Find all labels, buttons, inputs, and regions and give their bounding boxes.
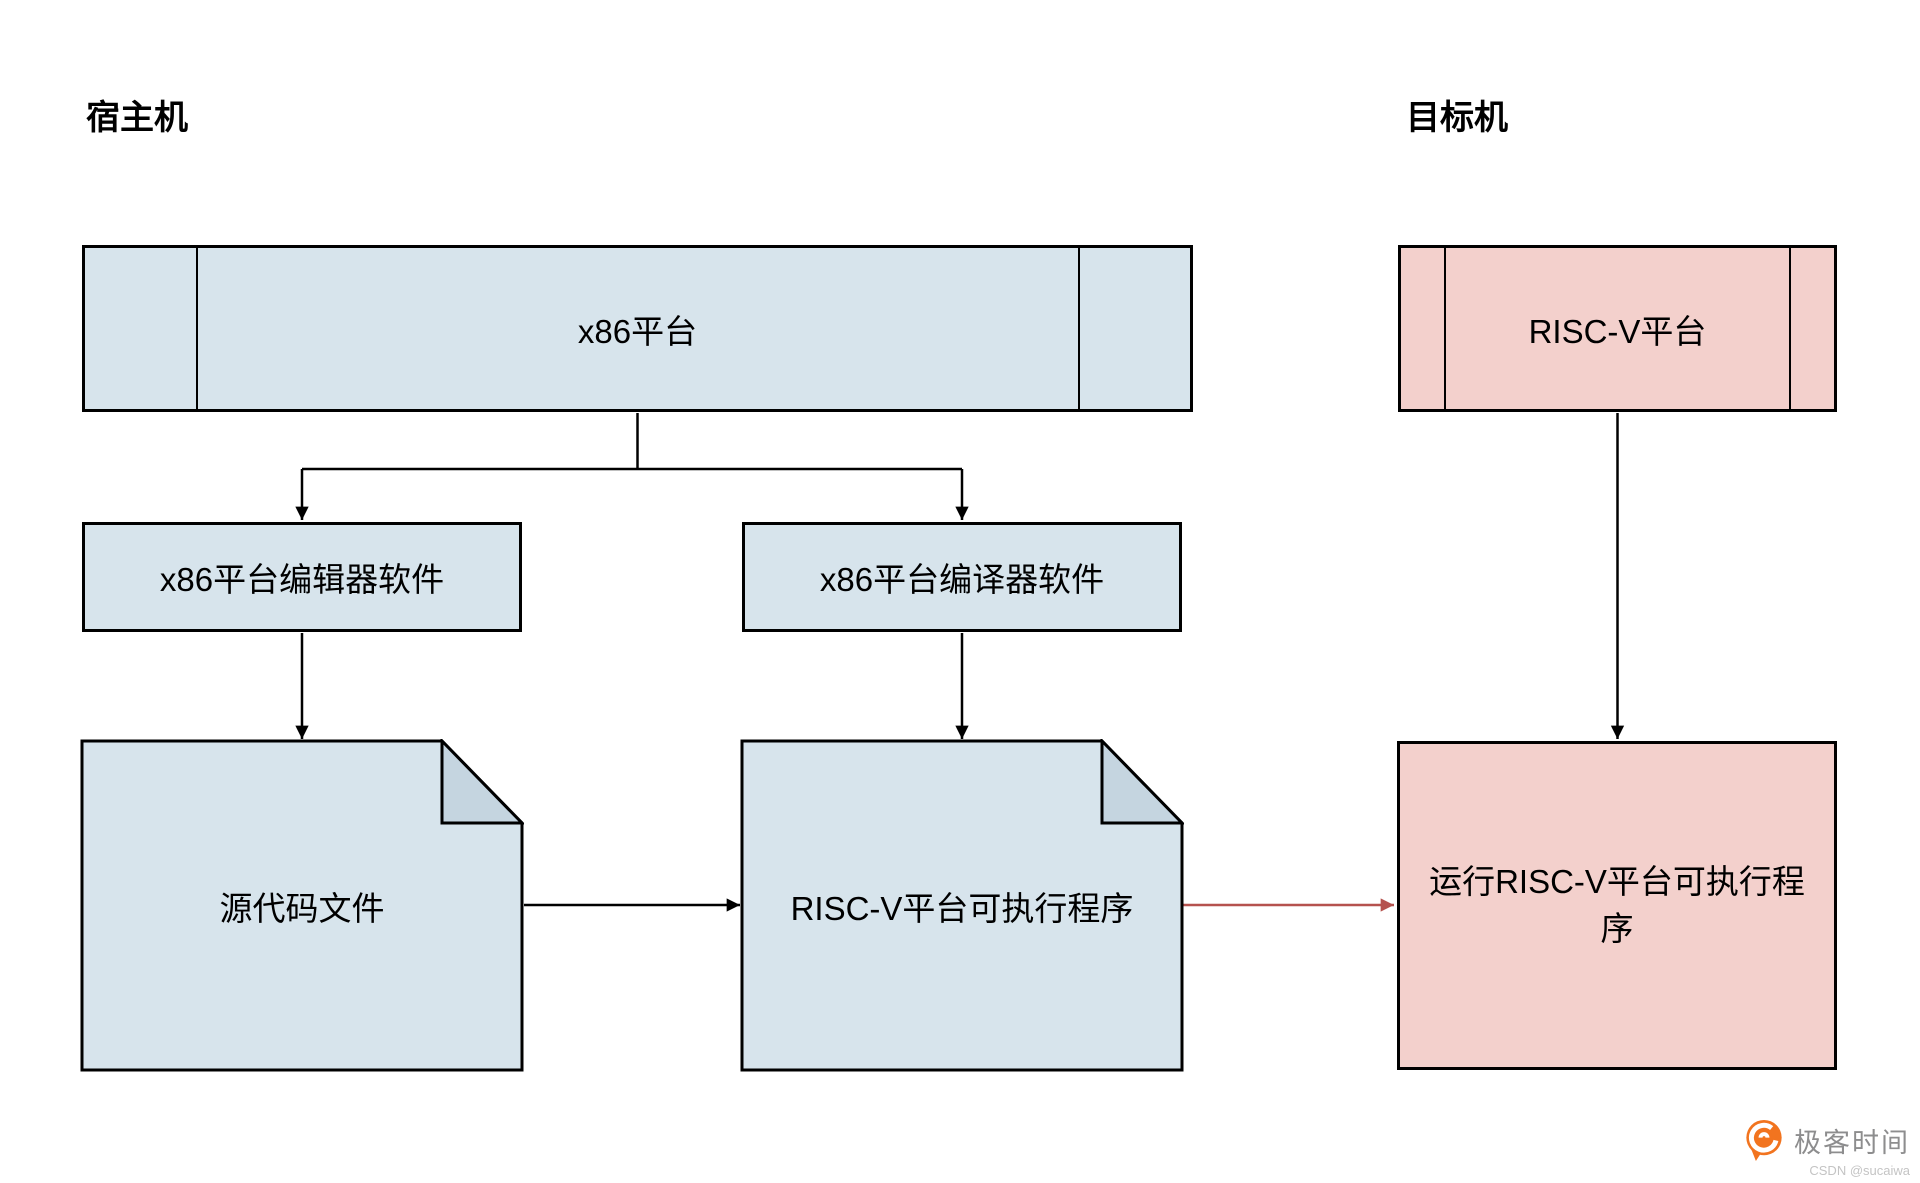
node-source-file: 源代码文件 xyxy=(80,737,526,1072)
process-inner-line xyxy=(1788,248,1791,409)
watermark: 极客时间 CSDN @sucaiwa xyxy=(1743,1118,1910,1178)
document-fold-corner xyxy=(1100,737,1186,825)
target-machine-label: 目标机 xyxy=(1406,99,1508,137)
geektime-logo-icon xyxy=(1746,1119,1782,1161)
node-x86-editor: x86平台编辑器软件 xyxy=(82,522,522,632)
geektime-logo-text: 极客时间 xyxy=(1794,1127,1910,1158)
document-outline xyxy=(740,739,1184,1072)
connector-x86-split xyxy=(302,413,962,471)
node-label: x86平台编辑器软件 xyxy=(159,561,445,598)
process-inner-line xyxy=(1077,248,1080,409)
node-label: RISC-V平台 xyxy=(1528,312,1707,350)
node-label: 运行RISC-V平台可执行程序 xyxy=(1429,863,1805,947)
host-machine-label: 宿主机 xyxy=(86,99,188,137)
node-x86-compiler: x86平台编译器软件 xyxy=(742,522,1182,632)
node-riscv-executable: RISC-V平台可执行程序 xyxy=(740,737,1186,1072)
document-fold-corner xyxy=(440,737,526,825)
document-shape xyxy=(80,737,526,1072)
node-riscv-platform: RISC-V平台 xyxy=(1398,245,1837,412)
document-shape xyxy=(740,737,1186,1072)
node-label: x86平台编译器软件 xyxy=(819,561,1105,598)
node-run-riscv-executable: 运行RISC-V平台可执行程序 xyxy=(1397,741,1837,1070)
node-x86-platform: x86平台 xyxy=(82,245,1193,412)
document-outline xyxy=(80,739,524,1072)
node-label: RISC-V平台可执行程序 xyxy=(790,889,1134,927)
process-inner-line xyxy=(1444,248,1447,409)
node-label: 源代码文件 xyxy=(219,889,385,927)
process-inner-line xyxy=(195,248,198,409)
node-label: x86平台 xyxy=(577,312,698,350)
csdn-credit: CSDN @sucaiwa xyxy=(1809,1163,1910,1178)
